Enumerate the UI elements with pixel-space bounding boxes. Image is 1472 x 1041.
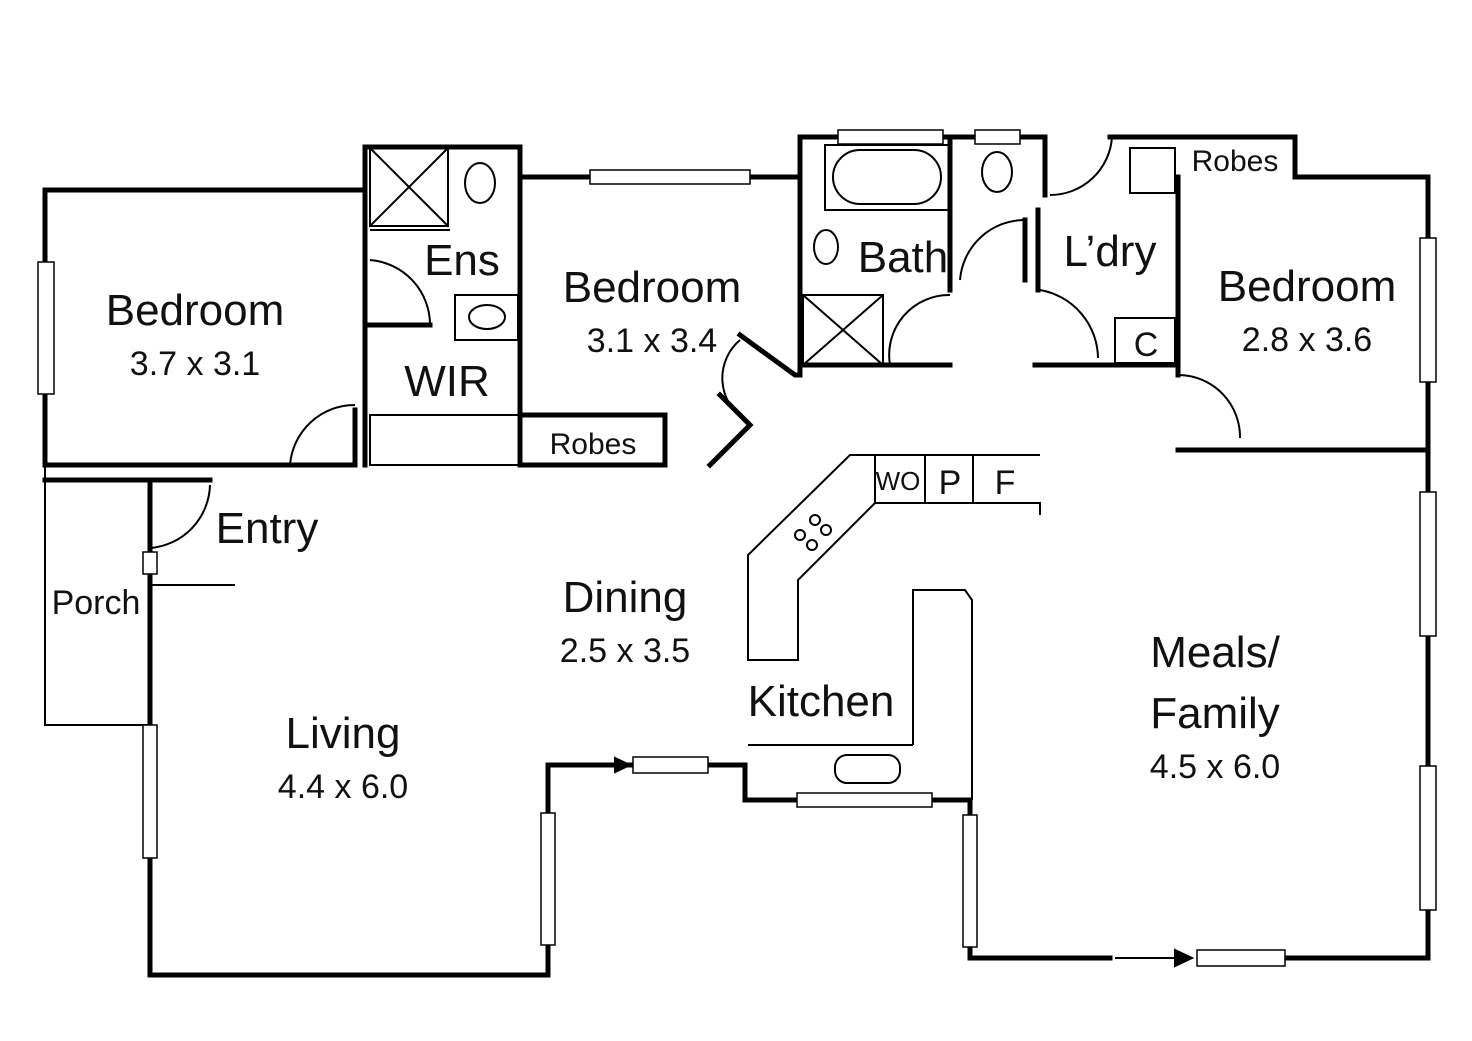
robes3-label: Robes	[1192, 145, 1279, 178]
laundry-label: L’dry	[1064, 227, 1157, 276]
bedroom3-label: Bedroom	[1218, 262, 1397, 311]
dining-size: 2.5 x 3.5	[560, 632, 690, 670]
bath-label: Bath	[858, 233, 949, 282]
room-labels: Bedroom 3.7 x 3.1 Ens WIR Bedroom 3.1 x …	[52, 145, 1397, 806]
bedroom2-label: Bedroom	[563, 263, 742, 312]
wir-label: WIR	[404, 357, 490, 406]
kitchen-label: Kitchen	[748, 677, 895, 726]
dining-label: Dining	[563, 573, 688, 622]
pantry-label: P	[939, 464, 962, 502]
family-label: Family	[1150, 689, 1280, 738]
wall-oven-label: WO	[876, 466, 921, 496]
ensuite-label: Ens	[424, 236, 500, 285]
meals-size: 4.5 x 6.0	[1150, 748, 1280, 786]
bedroom1-size: 3.7 x 3.1	[130, 345, 260, 383]
bedroom3-size: 2.8 x 3.6	[1242, 321, 1372, 359]
walls	[42, 134, 1431, 978]
living-size: 4.4 x 6.0	[278, 768, 408, 806]
living-label: Living	[286, 709, 401, 758]
bedroom1-label: Bedroom	[106, 286, 285, 335]
door-swings	[149, 136, 1242, 549]
entry-label: Entry	[216, 504, 319, 553]
robes2-label: Robes	[550, 428, 637, 461]
cupboard-label: C	[1134, 326, 1159, 364]
porch-label: Porch	[52, 584, 141, 622]
bedroom2-size: 3.1 x 3.4	[587, 322, 717, 360]
meals-label: Meals/	[1150, 628, 1280, 677]
windows	[37, 129, 1437, 968]
fridge-label: F	[995, 464, 1016, 502]
